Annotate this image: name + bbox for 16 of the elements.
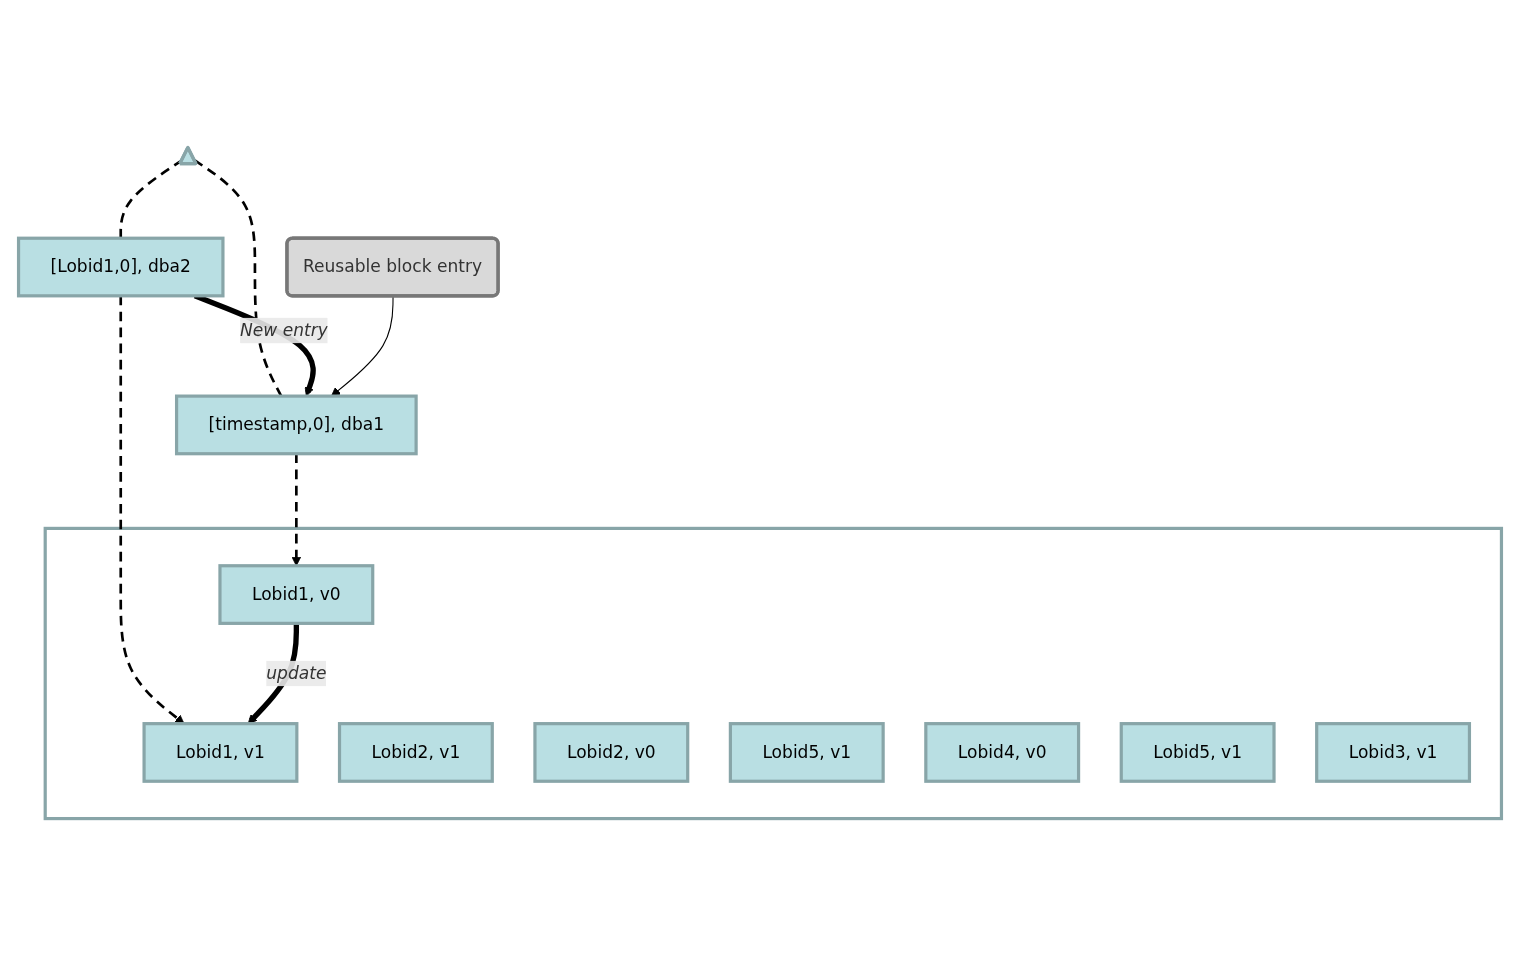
node-box: Lobid1, v0 <box>218 564 375 626</box>
node-box: Lobid4, v0 <box>924 722 1081 784</box>
node-box: Lobid2, v1 <box>337 722 494 784</box>
node-box: Lobid3, v1 <box>1315 722 1472 784</box>
node-box: Lobid5, v1 <box>1119 722 1276 784</box>
edge-label: New entry <box>240 320 328 341</box>
cluster <box>43 527 1504 821</box>
node-box: Lobid1, v1 <box>142 722 299 784</box>
arrow <box>119 296 185 725</box>
node-box: [timestamp,0], dba1 <box>174 394 418 456</box>
arrow <box>331 296 394 397</box>
node-box: Lobid5, v1 <box>728 722 885 784</box>
edge-label: update <box>266 663 327 684</box>
node-box: Lobid2, v0 <box>533 722 690 784</box>
arrow <box>291 454 302 567</box>
node-box: [Lobid1,0], dba2 <box>16 237 225 298</box>
